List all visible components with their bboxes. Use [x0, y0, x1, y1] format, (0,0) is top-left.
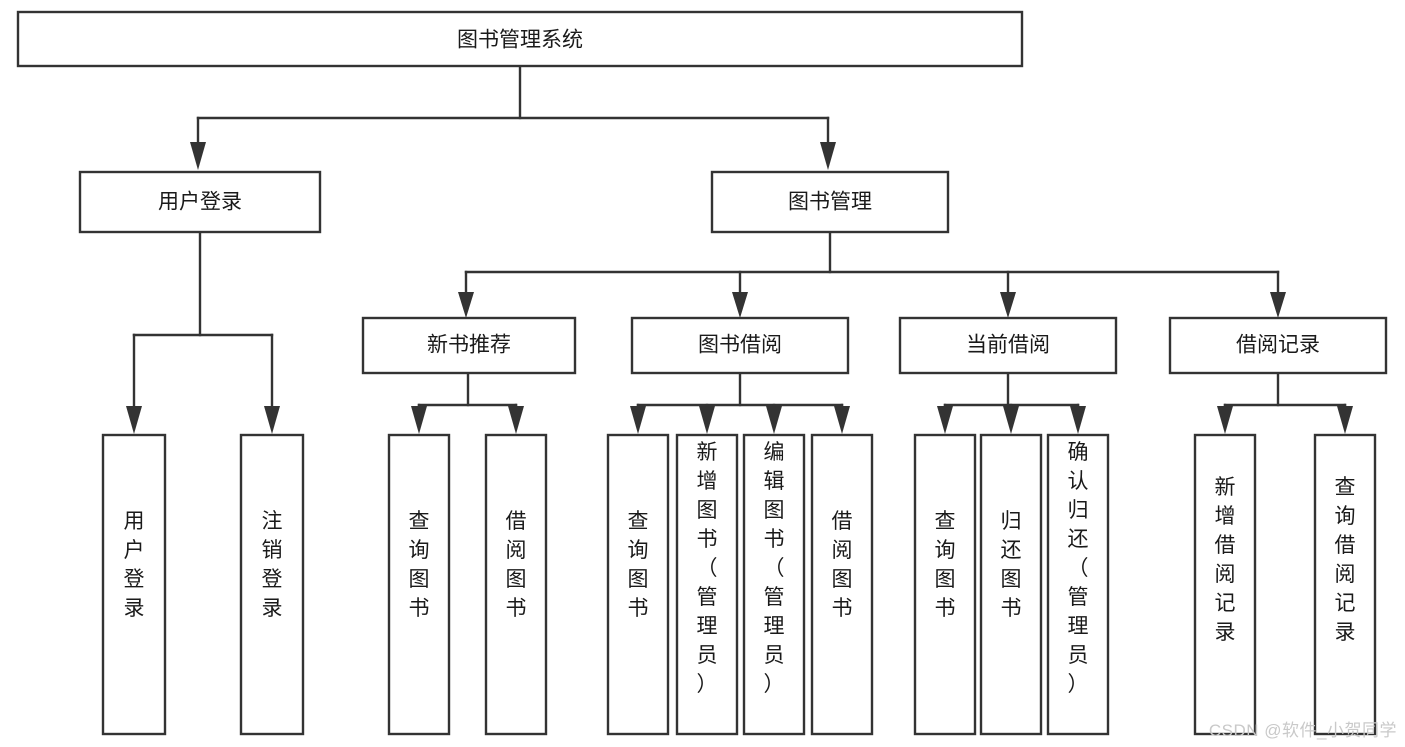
node-book-manage[interactable]: 图书管理	[710, 170, 950, 234]
connector-layer	[126, 64, 1353, 434]
arrow-borrow-to-leaf-2	[766, 406, 782, 434]
node-borrow-records[interactable]: 借阅记录	[1168, 316, 1388, 375]
leaf-book-borrow-2-box[interactable]	[742, 433, 806, 736]
leaf-book-borrow-0-box[interactable]	[606, 433, 670, 736]
node-root[interactable]: 图书管理系统	[16, 10, 1024, 68]
leaf-book-borrow-0-label: 查询图书	[628, 510, 649, 620]
csdn-watermark: CSDN @软件_小贺同学	[1208, 721, 1397, 740]
leaf-book-borrow-3-box[interactable]	[810, 433, 874, 736]
node-book-borrow[interactable]: 图书借阅	[630, 316, 850, 375]
arrow-userlogin-to-leaf-1	[264, 406, 280, 434]
leaf-new-book-1-box[interactable]	[484, 433, 548, 736]
leaf-current-borrow-0-box[interactable]	[913, 433, 977, 736]
arrow-borrow-to-leaf-3	[834, 406, 850, 434]
node-user-login[interactable]: 用户登录	[78, 170, 322, 234]
node-user-login-box[interactable]	[78, 170, 322, 234]
leaf-book-borrow-2-label: 编辑图书（管理员）	[764, 441, 785, 696]
node-new-book-recommend-label: 新书推荐	[427, 334, 511, 357]
leaf-borrow-records-1-label: 查询借阅记录	[1335, 476, 1356, 644]
arrow-userlogin-to-leaf-0	[126, 406, 142, 434]
leaf-current-borrow-2-label: 确认归还（管理员）	[1068, 441, 1089, 696]
arrow-borrow-to-leaf-0	[630, 406, 646, 434]
arrow-current-to-leaf-2	[1070, 406, 1086, 434]
arrow-root-to-book-manage	[820, 142, 836, 170]
leaf-user-login-1-label: 注销登录	[262, 510, 283, 620]
node-book-borrow-label: 图书借阅	[698, 334, 782, 357]
leaf-user-login-0[interactable]: 用户登录	[101, 433, 167, 736]
node-book-manage-label: 图书管理	[788, 191, 872, 214]
arrow-newbook-to-leaf-0	[411, 406, 427, 434]
node-new-book-recommend[interactable]: 新书推荐	[361, 316, 577, 375]
arrow-borrow-to-leaf-1	[699, 406, 715, 434]
leaf-current-borrow-1-label: 归还图书	[1001, 510, 1022, 620]
leaf-book-borrow-1[interactable]: 新增图书（管理员）	[675, 433, 739, 736]
leaf-user-login-0-box[interactable]	[101, 433, 167, 736]
leaf-new-book-0-label: 查询图书	[409, 510, 430, 620]
leaf-book-borrow-2[interactable]: 编辑图书（管理员）	[742, 433, 806, 736]
leaf-book-borrow-3[interactable]: 借阅图书	[810, 433, 874, 736]
node-book-manage-box[interactable]	[710, 170, 950, 234]
node-book-borrow-box[interactable]	[630, 316, 850, 375]
node-root-box[interactable]	[16, 10, 1024, 68]
leaf-new-book-0-box[interactable]	[387, 433, 451, 736]
leaf-current-borrow-1-box[interactable]	[979, 433, 1043, 736]
leaf-current-borrow-1[interactable]: 归还图书	[979, 433, 1043, 736]
leaf-user-login-1-box[interactable]	[239, 433, 305, 736]
node-borrow-records-label: 借阅记录	[1236, 334, 1320, 357]
leaf-current-borrow-0[interactable]: 查询图书	[913, 433, 977, 736]
leaf-user-login-1[interactable]: 注销登录	[239, 433, 305, 736]
leaf-borrow-records-0-box[interactable]	[1193, 433, 1257, 736]
leaf-current-borrow-2[interactable]: 确认归还（管理员）	[1046, 433, 1110, 736]
leaf-book-borrow-1-label: 新增图书（管理员）	[697, 441, 718, 696]
node-current-borrow-box[interactable]	[898, 316, 1118, 375]
leaf-current-borrow-2-box[interactable]	[1046, 433, 1110, 736]
arrow-records-to-leaf-1	[1337, 406, 1353, 434]
node-user-login-label: 用户登录	[158, 191, 242, 214]
arrow-newbook-to-leaf-1	[508, 406, 524, 434]
leaf-new-book-1-label: 借阅图书	[506, 510, 527, 620]
leaf-borrow-records-0-label: 新增借阅记录	[1215, 476, 1236, 644]
arrow-current-to-leaf-0	[937, 406, 953, 434]
leaf-new-book-0[interactable]: 查询图书	[387, 433, 451, 736]
arrow-records-to-leaf-0	[1217, 406, 1233, 434]
arrow-bookmanage-to-l3-1	[732, 292, 748, 318]
leaf-book-borrow-3-label: 借阅图书	[832, 510, 853, 620]
leaf-borrow-records-1[interactable]: 查询借阅记录	[1313, 433, 1377, 736]
node-borrow-records-box[interactable]	[1168, 316, 1388, 375]
arrow-bookmanage-to-l3-0	[458, 292, 474, 318]
leaf-borrow-records-1-box[interactable]	[1313, 433, 1377, 736]
leaf-new-book-1[interactable]: 借阅图书	[484, 433, 548, 736]
node-current-borrow[interactable]: 当前借阅	[898, 316, 1118, 375]
leaf-user-login-0-label: 用户登录	[124, 510, 145, 620]
arrow-bookmanage-to-l3-3	[1270, 292, 1286, 318]
leaf-book-borrow-1-box[interactable]	[675, 433, 739, 736]
leaf-book-borrow-0[interactable]: 查询图书	[606, 433, 670, 736]
arrow-bookmanage-to-l3-2	[1000, 292, 1016, 318]
arrow-root-to-user-login	[190, 142, 206, 170]
arrow-current-to-leaf-1	[1003, 406, 1019, 434]
leaf-current-borrow-0-label: 查询图书	[935, 510, 956, 620]
node-new-book-recommend-box[interactable]	[361, 316, 577, 375]
leaf-borrow-records-0[interactable]: 新增借阅记录	[1193, 433, 1257, 736]
node-root-label: 图书管理系统	[457, 29, 583, 52]
node-current-borrow-label: 当前借阅	[966, 334, 1050, 357]
